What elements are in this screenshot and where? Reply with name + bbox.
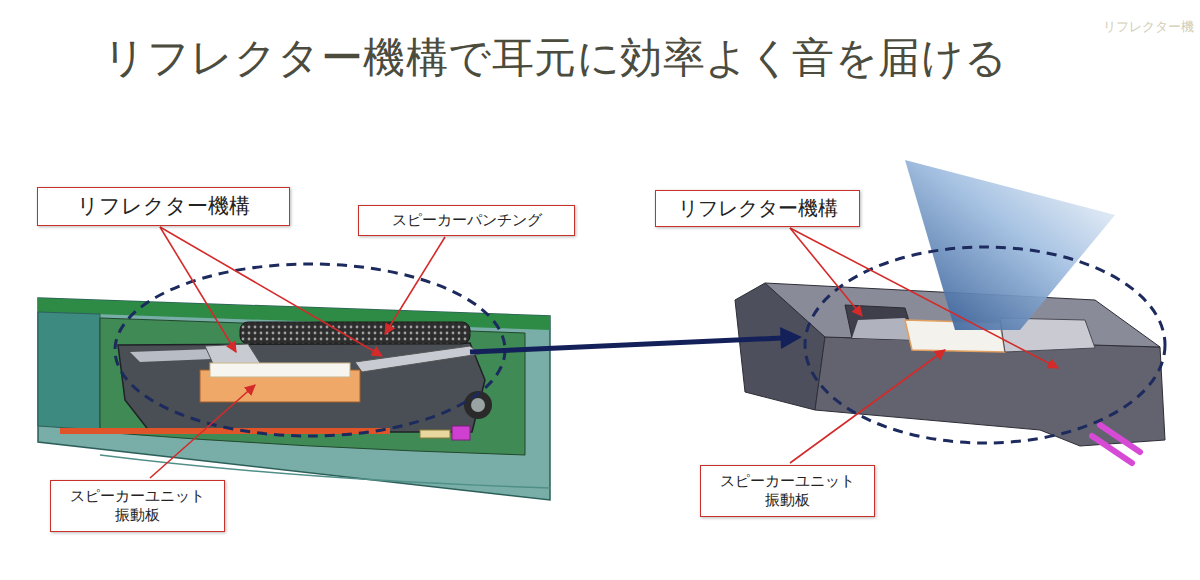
outer-shell xyxy=(38,298,550,500)
callout-text: リフレクター機構 xyxy=(678,196,838,221)
inner-cavity xyxy=(100,318,525,455)
cutaway-housing xyxy=(38,298,550,500)
leader-line xyxy=(150,385,255,478)
leader-line xyxy=(790,228,862,316)
callout-box: リフレクター機構 xyxy=(655,190,860,227)
reflector-slope xyxy=(355,346,480,372)
watermark: リフレクター機 xyxy=(1103,18,1194,36)
zoom-arrowhead xyxy=(780,327,802,349)
leader-line xyxy=(385,237,445,334)
highlight-ellipse xyxy=(115,264,505,436)
zoom-arrow xyxy=(470,338,782,352)
leader-line xyxy=(160,227,236,352)
callout-text: スピーカーパンチング xyxy=(392,211,542,230)
leader-line xyxy=(160,227,382,356)
callout-text: スピーカーユニット 振動板 xyxy=(720,472,855,510)
pin xyxy=(1092,436,1132,463)
leader-line xyxy=(790,350,945,463)
leader-line xyxy=(790,228,1058,368)
callout-box: スピーカーユニット 振動板 xyxy=(50,480,225,532)
reflector-hole xyxy=(845,305,915,340)
callout-box: リフレクター機構 xyxy=(37,187,290,226)
part-front xyxy=(815,337,1165,446)
callout-text: スピーカーユニット 振動板 xyxy=(70,487,205,525)
connector xyxy=(452,426,470,440)
callout-box: スピーカーユニット 振動板 xyxy=(700,465,875,517)
component xyxy=(420,430,450,438)
screw-hole xyxy=(471,398,485,412)
leader-lines xyxy=(150,227,1058,478)
slide-title: リフレクター機構で耳元に効率よく音を届ける xyxy=(103,30,1008,86)
callout-box: スピーカーパンチング xyxy=(358,205,575,236)
shell-wall xyxy=(38,312,100,430)
diaphragm xyxy=(210,363,350,377)
callout-text: リフレクター機構 xyxy=(77,193,250,219)
